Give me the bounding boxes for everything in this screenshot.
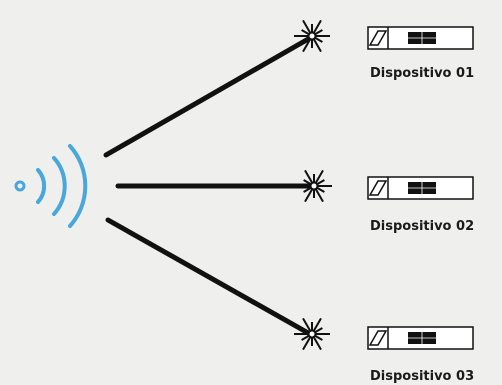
burst-spike	[301, 335, 310, 341]
burst-spike	[301, 327, 310, 333]
starburst-icon	[296, 169, 332, 203]
usb-device-icon-3	[367, 326, 474, 350]
burst-spike	[304, 188, 313, 203]
burst-spike	[314, 29, 323, 35]
burst-spike	[313, 317, 322, 332]
burst-spike	[314, 37, 323, 43]
usb-device-icon-1	[367, 26, 474, 50]
burst-spike	[304, 169, 313, 184]
burst-spike	[313, 336, 322, 351]
device-label-1: Dispositivo 01	[370, 66, 475, 81]
burst-core	[307, 329, 317, 339]
burst-spike	[303, 187, 312, 193]
burst-spike	[316, 187, 325, 193]
burst-spike	[314, 335, 323, 341]
burst-spike	[313, 38, 322, 53]
device-label-2: Dispositivo 02	[370, 219, 475, 234]
burst-spike	[301, 37, 310, 43]
burst-spike	[302, 19, 311, 34]
burst-spike	[303, 179, 312, 185]
burst-spike	[316, 179, 325, 185]
burst-spike	[301, 29, 310, 35]
starburst-icon	[294, 317, 330, 351]
burst-spike	[302, 38, 311, 53]
device-label-3: Dispositivo 03	[370, 369, 475, 384]
starburst-icon	[294, 19, 330, 53]
usb-device-icon-2	[367, 176, 474, 200]
burst-spike	[302, 336, 311, 351]
burst-spike	[314, 327, 323, 333]
signal-ray-1	[103, 35, 313, 158]
signal-ray-3	[105, 217, 313, 337]
wifi-signal-icon	[14, 144, 88, 228]
burst-spike	[315, 169, 324, 184]
burst-spike	[313, 19, 322, 34]
burst-core	[309, 181, 319, 191]
burst-core	[307, 31, 317, 41]
burst-spike	[302, 317, 311, 332]
burst-spike	[315, 188, 324, 203]
